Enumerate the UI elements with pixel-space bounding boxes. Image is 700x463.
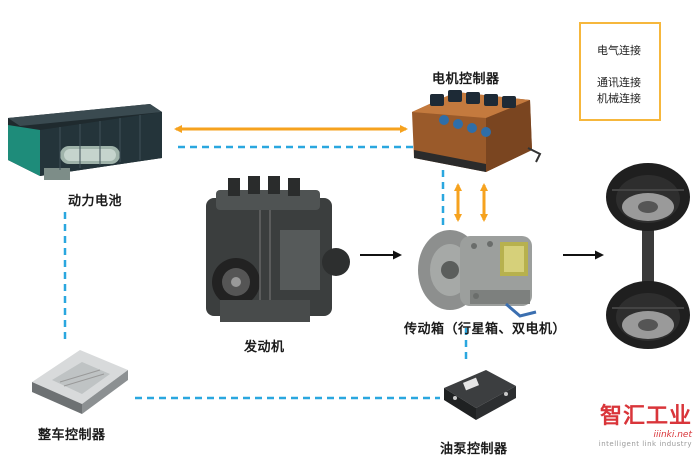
- battery-label: 动力电池: [68, 194, 123, 209]
- transmission-label: 传动箱（行星箱、双电机）: [404, 322, 567, 337]
- watermark: 智汇工业 iiinki.net intelligent link industr…: [599, 398, 692, 448]
- engine-image: [206, 176, 350, 322]
- axle-wheels-image: [606, 163, 690, 349]
- legend-mechanical-label: 机械连接: [597, 92, 641, 105]
- legend-communication-label: 通讯连接: [597, 76, 641, 89]
- watermark-site: iiinki.net: [653, 430, 692, 440]
- watermark-brand: 智汇工业: [599, 404, 692, 429]
- legend-box: 电气连接 通讯连接 机械连接: [579, 22, 661, 121]
- oil-pump-controller-image: [444, 370, 516, 420]
- motor-controller-image: [412, 90, 542, 172]
- vehicle-controller-label: 整车控制器: [38, 428, 106, 443]
- engine-label: 发动机: [244, 340, 285, 355]
- motor-controller-label: 电机控制器: [432, 72, 500, 87]
- battery-pack-image: [8, 104, 162, 180]
- vehicle-controller-image: [32, 350, 128, 414]
- watermark-tagline: intelligent link industry: [598, 440, 692, 448]
- legend-electrical-label: 电气连接: [597, 44, 641, 57]
- oil-pump-controller-label: 油泵控制器: [440, 442, 508, 457]
- transmission-image: [418, 230, 537, 318]
